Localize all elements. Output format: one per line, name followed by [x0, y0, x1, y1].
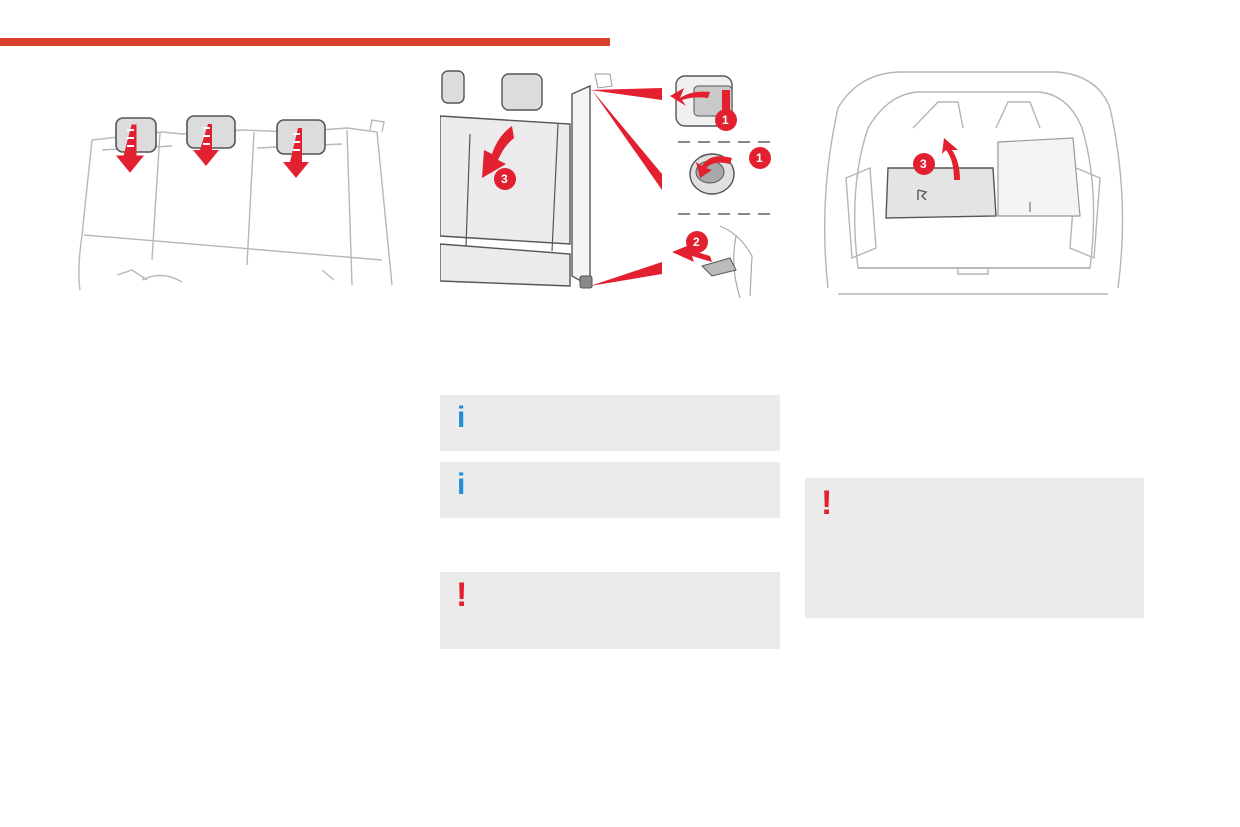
headrests-illustration [72, 110, 402, 295]
warning-icon: ! [456, 576, 468, 614]
info-icon: i [457, 468, 466, 501]
step-label: 1 [756, 151, 763, 165]
boot-illustration: 3 [818, 68, 1128, 304]
warning-icon: ! [821, 484, 833, 522]
info-icon: i [457, 401, 466, 434]
info-note-2: i [440, 462, 780, 518]
step-label: 3 [501, 172, 508, 186]
warning-note-1: ! [440, 572, 780, 649]
step-label: 1 [722, 113, 729, 127]
fold-backrest-illustration: 3 1 1 2 [440, 66, 780, 306]
header-accent-bar [0, 38, 610, 46]
step-label: 3 [920, 157, 927, 171]
info-note-1: i [440, 395, 780, 451]
warning-note-2: ! [805, 478, 1144, 618]
step-label: 2 [693, 235, 700, 249]
